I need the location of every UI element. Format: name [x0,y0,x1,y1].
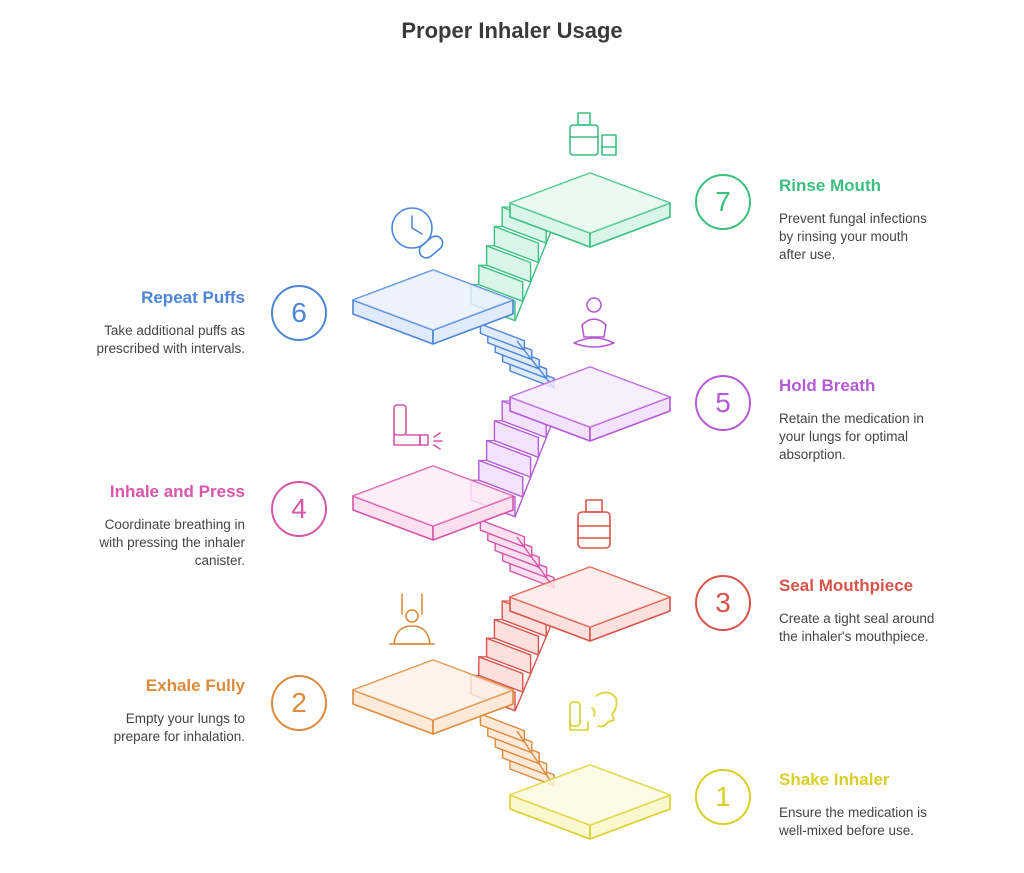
step-title: Rinse Mouth [779,176,881,195]
inhaler-face-icon [569,691,618,731]
step-title: Shake Inhaler [779,770,890,789]
step-title: Seal Mouthpiece [779,576,914,595]
platform-step-7 [509,172,671,248]
step-description: Prevent fungal infections by rinsing your… [779,210,959,264]
step-6-graphic [352,206,555,345]
step-description-line: Create a tight seal around [779,611,935,626]
step-description: Coordinate breathing in with pressing the… [65,516,245,570]
step-description-line: well-mixed before use. [779,823,915,838]
step-description-line: Prevent fungal infections [779,211,927,226]
step-7-graphic [509,112,671,248]
step-title: Exhale Fully [145,676,245,695]
platform-step-2 [352,659,514,735]
step-1-graphic [473,691,671,840]
bottle-icon [577,499,611,549]
step-description-line: Ensure the medication is [779,805,927,820]
inhaler-press-icon [393,404,443,450]
stairs-to-step-6 [473,323,555,389]
step-description-line: after use. [779,247,836,262]
step-description-line: canister. [194,553,245,568]
step-description-line: with pressing the inhaler [99,535,245,550]
step-description: Ensure the medication is well-mixed befor… [779,804,959,840]
step-title: Repeat Puffs [141,288,245,307]
step-title: Inhale and Press [109,482,245,501]
step-number-badge: 3 [695,575,751,631]
step-description-line: Take additional puffs as [104,323,245,338]
step-description: Create a tight seal around the inhaler's … [779,610,959,646]
step-4-graphic [352,400,555,541]
step-description-line: Empty your lungs to [125,711,245,726]
platform-step-4 [352,465,514,541]
step-description-line: absorption. [779,447,846,462]
person-exhale-icon [389,593,435,645]
step-description-line: Retain the medication in [779,411,924,426]
platform-step-1 [509,764,671,840]
step-title: Hold Breath [779,376,876,395]
step-description-line: your lungs for optimal [779,429,909,444]
step-number-badge: 6 [271,285,327,341]
clock-pill-icon [391,207,444,259]
bottle-glass-icon [569,112,617,156]
step-number-badge: 1 [695,769,751,825]
step-description: Take additional puffs as prescribed with … [65,322,245,358]
step-number-badge: 2 [271,675,327,731]
step-3-graphic [473,499,671,642]
platform-step-3 [509,566,671,642]
step-number-badge: 7 [695,174,751,230]
step-description: Retain the medication in your lungs for o… [779,410,959,464]
page-title: Proper Inhaler Usage [401,18,623,43]
platform-step-5 [509,366,671,442]
step-2-graphic [352,593,555,735]
stairs-to-step-4 [473,519,555,589]
meditation-icon [573,297,615,348]
step-description-line: by rinsing your mouth [779,229,909,244]
step-5-graphic [473,297,671,442]
step-description: Empty your lungs to prepare for inhalatio… [65,710,245,746]
platform-step-6 [352,269,514,345]
step-description-line: Coordinate breathing in [104,517,245,532]
step-number-badge: 4 [271,481,327,537]
step-description-line: prepare for inhalation. [113,729,245,744]
step-number-badge: 5 [695,375,751,431]
stairs-to-step-2 [473,713,555,787]
step-description-line: prescribed with intervals. [96,341,245,356]
step-description-line: the inhaler's mouthpiece. [779,629,929,644]
